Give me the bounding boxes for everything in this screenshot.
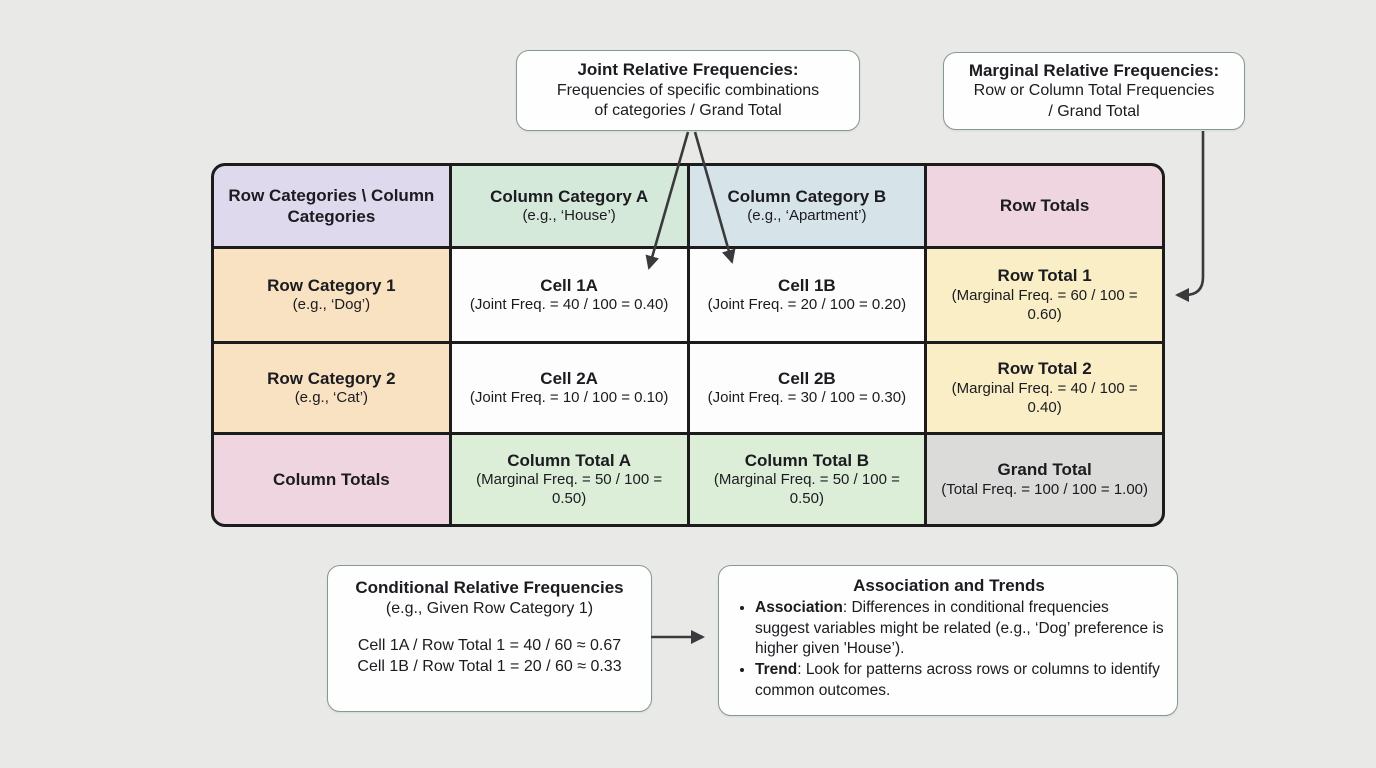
column-a-header-label: Column Category A — [490, 186, 649, 206]
corner-header-label: Row Categories \ Column Categories — [228, 185, 435, 226]
cell-1a-label: Cell 1A — [540, 275, 598, 295]
row-category-1-label: Row Category 1 — [267, 275, 396, 295]
marginal-callout-line1: Row or Column Total Frequencies — [973, 82, 1215, 100]
table-cell-column-total-a: Column Total A (Marginal Freq. = 50 / 10… — [451, 435, 687, 524]
joint-frequencies-callout: Joint Relative Frequencies: Frequencies … — [516, 50, 860, 131]
conditional-formula-2: Cell 1B / Row Total 1 = 20 / 60 ≈ 0.33 — [357, 657, 622, 675]
conditional-formulas: Cell 1A / Row Total 1 = 40 / 60 ≈ 0.67 C… — [357, 636, 621, 677]
grand-total-value: (Total Freq. = 100 / 100 = 1.00) — [941, 480, 1149, 498]
association-bullet: Association: Differences in conditional … — [755, 598, 1165, 660]
table-cell-row-category-2: Row Category 2 (e.g., ‘Cat’) — [214, 344, 449, 432]
association-bullet-lead: Association — [755, 598, 843, 616]
joint-callout-line1: Frequencies of specific combinations — [556, 81, 820, 99]
row-category-2-label: Row Category 2 — [267, 368, 396, 388]
trend-bullet-lead: Trend — [755, 661, 798, 679]
column-total-a-label: Column Total A — [507, 450, 631, 470]
cell-2a-value: (Joint Freq. = 10 / 100 = 0.10) — [469, 389, 669, 407]
cell-1b-value: (Joint Freq. = 20 / 100 = 0.20) — [707, 296, 907, 314]
association-bullet-list: Association: Differences in conditional … — [733, 598, 1165, 702]
trend-bullet: Trend: Look for patterns across rows or … — [755, 660, 1165, 702]
cell-1b-label: Cell 1B — [778, 275, 836, 295]
table-cell-1a: Cell 1A (Joint Freq. = 40 / 100 = 0.40) — [451, 249, 687, 341]
row-total-1-label: Row Total 1 — [997, 266, 1092, 286]
table-cell-column-a-header: Column Category A (e.g., ‘House’) — [451, 166, 687, 246]
conditional-callout-subtitle: (e.g., Given Row Category 1) — [385, 599, 594, 617]
column-total-b-value: (Marginal Freq. = 50 / 100 = 0.50) — [713, 471, 900, 508]
table-cell-row-category-1: Row Category 1 (e.g., ‘Dog’) — [214, 249, 449, 341]
cell-2b-label: Cell 2B — [778, 368, 836, 388]
table-cell-row-total-2: Row Total 2 (Marginal Freq. = 40 / 100 =… — [927, 344, 1162, 432]
joint-callout-title: Joint Relative Frequencies: — [577, 60, 799, 80]
conditional-frequencies-callout: Conditional Relative Frequencies (e.g., … — [327, 565, 652, 712]
row-total-2-value: (Marginal Freq. = 40 / 100 = 0.40) — [951, 379, 1138, 416]
marginal-frequencies-callout: Marginal Relative Frequencies: Row or Co… — [943, 52, 1245, 130]
table-cell-row-totals-header: Row Totals — [927, 166, 1162, 246]
table-cell-grand-total: Grand Total (Total Freq. = 100 / 100 = 1… — [927, 435, 1162, 524]
conditional-formula-1: Cell 1A / Row Total 1 = 40 / 60 ≈ 0.67 — [357, 637, 622, 655]
association-bullet-text: : Differences in conditional frequencies… — [755, 598, 1164, 658]
column-total-a-value: (Marginal Freq. = 50 / 100 = 0.50) — [476, 471, 663, 508]
grand-total-label: Grand Total — [997, 460, 1092, 480]
column-a-header-example: (e.g., ‘House’) — [522, 207, 616, 225]
column-total-b-label: Column Total B — [744, 450, 870, 470]
joint-callout-line2: of categories / Grand Total — [594, 102, 782, 120]
row-total-2-label: Row Total 2 — [997, 359, 1092, 379]
column-b-header-example: (e.g., ‘Apartment’) — [747, 207, 867, 225]
association-trends-callout: Association and Trends Association: Diff… — [718, 565, 1178, 716]
row-category-1-example: (e.g., ‘Dog’) — [292, 296, 371, 314]
marginal-callout-line2: / Grand Total — [1048, 102, 1140, 120]
table-cell-column-totals-header: Column Totals — [214, 435, 449, 524]
cell-1a-value: (Joint Freq. = 40 / 100 = 0.40) — [469, 296, 669, 314]
table-cell-2b: Cell 2B (Joint Freq. = 30 / 100 = 0.30) — [689, 344, 925, 432]
row-total-1-value: (Marginal Freq. = 60 / 100 = 0.60) — [951, 286, 1138, 323]
trend-bullet-text: : Look for patterns across rows or colum… — [755, 661, 1160, 699]
row-category-2-example: (e.g., ‘Cat’) — [294, 389, 369, 407]
table-cell-column-b-header: Column Category B (e.g., ‘Apartment’) — [689, 166, 925, 246]
table-cell-2a: Cell 2A (Joint Freq. = 10 / 100 = 0.10) — [451, 344, 687, 432]
table-cell-column-total-b: Column Total B (Marginal Freq. = 50 / 10… — [689, 435, 925, 524]
marginal-to-row-total-1-arrow — [1175, 131, 1205, 302]
cell-2a-label: Cell 2A — [540, 368, 598, 388]
column-totals-label: Column Totals — [272, 469, 390, 489]
table-cell-row-total-1: Row Total 1 (Marginal Freq. = 60 / 100 =… — [927, 249, 1162, 341]
two-way-frequency-table: Row Categories \ Column Categories Colum… — [211, 163, 1165, 527]
table-cell-corner-header: Row Categories \ Column Categories — [214, 166, 449, 246]
cell-2b-value: (Joint Freq. = 30 / 100 = 0.30) — [707, 389, 907, 407]
row-totals-header-label: Row Totals — [999, 196, 1090, 216]
column-b-header-label: Column Category B — [727, 186, 887, 206]
marginal-callout-title: Marginal Relative Frequencies: — [968, 60, 1220, 80]
conditional-callout-title: Conditional Relative Frequencies — [355, 578, 624, 597]
table-cell-1b: Cell 1B (Joint Freq. = 20 / 100 = 0.20) — [689, 249, 925, 341]
association-callout-title: Association and Trends — [853, 576, 1045, 595]
